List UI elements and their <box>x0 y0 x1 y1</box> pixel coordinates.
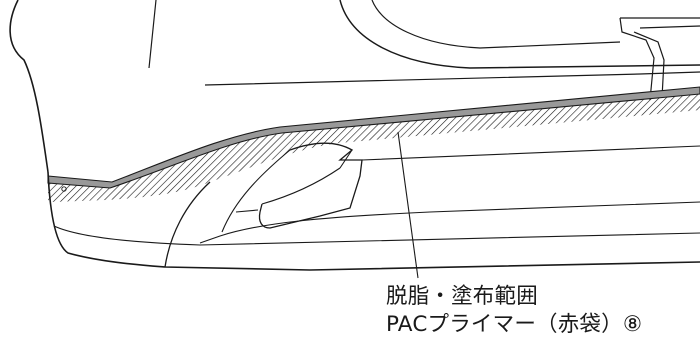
callout-area-label: 脱脂・塗布範囲 <box>386 284 538 309</box>
bumper-upper-edge <box>204 71 700 86</box>
bumper-lip-line <box>53 225 700 246</box>
bumper-mid-line <box>199 201 700 244</box>
callout-leader-line <box>397 131 419 279</box>
fender-outline <box>9 0 49 173</box>
marker-circle <box>61 186 67 192</box>
intake-inner-outline <box>258 142 363 229</box>
grille-upper-outline <box>339 0 700 69</box>
application-area-hatch <box>48 94 700 202</box>
fender-crease-line <box>148 0 157 69</box>
application-callout: 脱脂・塗布範囲 PACプライマー（赤袋）⑧ <box>386 283 642 339</box>
grille-lower-outline <box>371 0 621 49</box>
intake-lower-sweep <box>221 149 291 233</box>
intake-outer-outline <box>164 181 211 268</box>
callout-primer-label: PACプライマー（赤袋）⑧ <box>386 312 643 337</box>
intake-recess-shape <box>235 145 700 213</box>
bumper-lower-outline <box>47 171 700 271</box>
center-bracket <box>619 17 700 101</box>
adhesive-strip <box>47 86 700 189</box>
